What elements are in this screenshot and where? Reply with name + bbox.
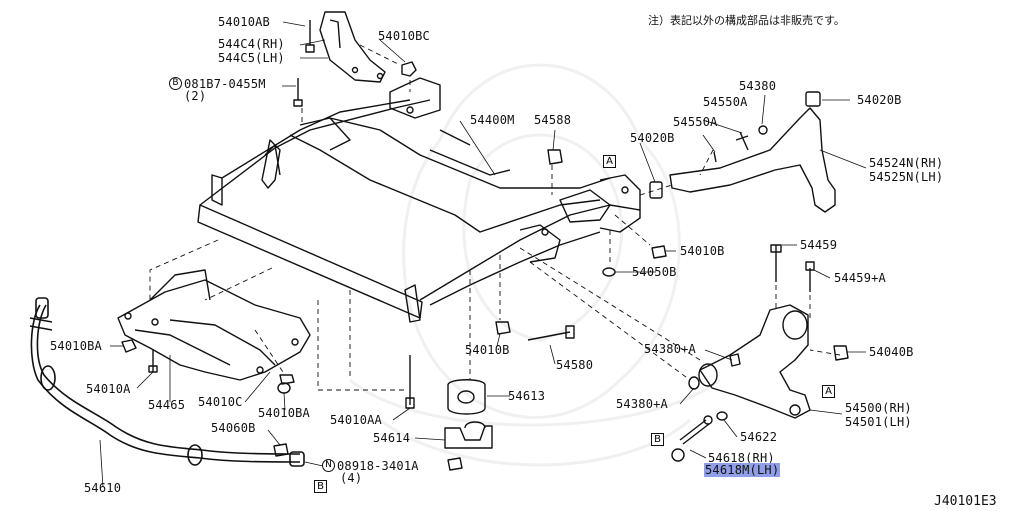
callout-54550a-lower[interactable]: 54550A [673, 115, 718, 129]
callout-54550a-upper[interactable]: 54550A [703, 95, 748, 109]
availability-note: 注）表記以外の構成部品は非販売です。 [648, 14, 845, 27]
callout-54614[interactable]: 54614 [373, 431, 411, 445]
callout-54613[interactable]: 54613 [508, 389, 546, 403]
ref-marker-b-rod: B [651, 433, 664, 446]
assembly-lines [149, 44, 841, 391]
upper-link-54524n [649, 91, 836, 213]
callout-54010b-lower[interactable]: 54010B [465, 343, 510, 357]
callout-54010bc[interactable]: 54010BC [378, 29, 430, 43]
callout-54618m-lh[interactable]: 54618M(LH) [704, 463, 781, 477]
callout-54622[interactable]: 54622 [740, 430, 778, 444]
bolt-prefix-marker: B [169, 77, 182, 90]
callout-54459-a[interactable]: 54459+A [834, 271, 886, 285]
callout-54459[interactable]: 54459 [800, 238, 838, 252]
connecting-rod-54618 [671, 415, 713, 462]
callout-54010a[interactable]: 54010A [86, 382, 131, 396]
callout-544c4[interactable]: 544C4(RH) [218, 37, 285, 51]
callout-54580[interactable]: 54580 [556, 358, 594, 372]
callout-54020b-bushing[interactable]: 54020B [857, 93, 902, 107]
stiffener-plate-54465 [117, 269, 311, 381]
callout-54010ba-right[interactable]: 54010BA [258, 406, 310, 420]
callout-081b7-0455m[interactable]: 081B7-0455M [184, 77, 266, 91]
callout-54500[interactable]: 54500(RH) [845, 401, 912, 415]
callout-54380-a-upper[interactable]: 54380+A [644, 342, 696, 356]
bolts [148, 20, 815, 409]
leader-lines [99, 21, 867, 488]
callout-54380-a-lower[interactable]: 54380+A [616, 397, 668, 411]
callout-54010c[interactable]: 54010C [198, 395, 243, 409]
bushing-54613 [447, 379, 486, 415]
callout-54525n[interactable]: 54525N(LH) [869, 170, 944, 184]
diagram-id: J40101E3 [934, 494, 997, 509]
callout-54060b[interactable]: 54060B [211, 421, 256, 435]
callout-08918-3401a[interactable]: 08918-3401A [337, 459, 419, 473]
callout-54050b[interactable]: 54050B [632, 265, 677, 279]
callout-54020b-link[interactable]: 54020B [630, 131, 675, 145]
nuts-washers [121, 61, 849, 471]
callout-54010ba-left[interactable]: 54010BA [50, 339, 102, 353]
crossmember-54400m [197, 77, 641, 323]
highlighted-part-number: 54618M(LH) [704, 463, 781, 477]
ref-marker-b-stabilizer: B [314, 480, 327, 493]
callout-54010b-upper[interactable]: 54010B [680, 244, 725, 258]
callout-54610[interactable]: 54610 [84, 481, 122, 495]
callout-08918-qty: (4) [340, 471, 363, 485]
callout-54618-rh[interactable]: 54618(RH) [708, 451, 775, 465]
callout-54010aa[interactable]: 54010AA [330, 413, 382, 427]
callout-54040b[interactable]: 54040B [869, 345, 914, 359]
stabilizer-bar-54610 [29, 297, 305, 467]
callout-54524n[interactable]: 54524N(RH) [869, 156, 944, 170]
callout-081b7-qty: (2) [184, 89, 207, 103]
nut-prefix-marker: N [322, 459, 335, 472]
callout-54465[interactable]: 54465 [148, 398, 186, 412]
callout-54380[interactable]: 54380 [739, 79, 777, 93]
callout-54501[interactable]: 54501(LH) [845, 415, 912, 429]
lower-link-54500 [698, 304, 811, 419]
clamp-54614 [444, 421, 493, 449]
callout-54010ab[interactable]: 54010AB [218, 15, 270, 29]
callout-544c5[interactable]: 544C5(LH) [218, 51, 285, 65]
bracket-544c4 [319, 11, 386, 83]
callout-54588[interactable]: 54588 [534, 113, 572, 127]
ref-marker-a-upper: A [603, 155, 616, 168]
callout-54400m[interactable]: 54400M [470, 113, 515, 127]
ref-marker-a-lower: A [822, 385, 835, 398]
